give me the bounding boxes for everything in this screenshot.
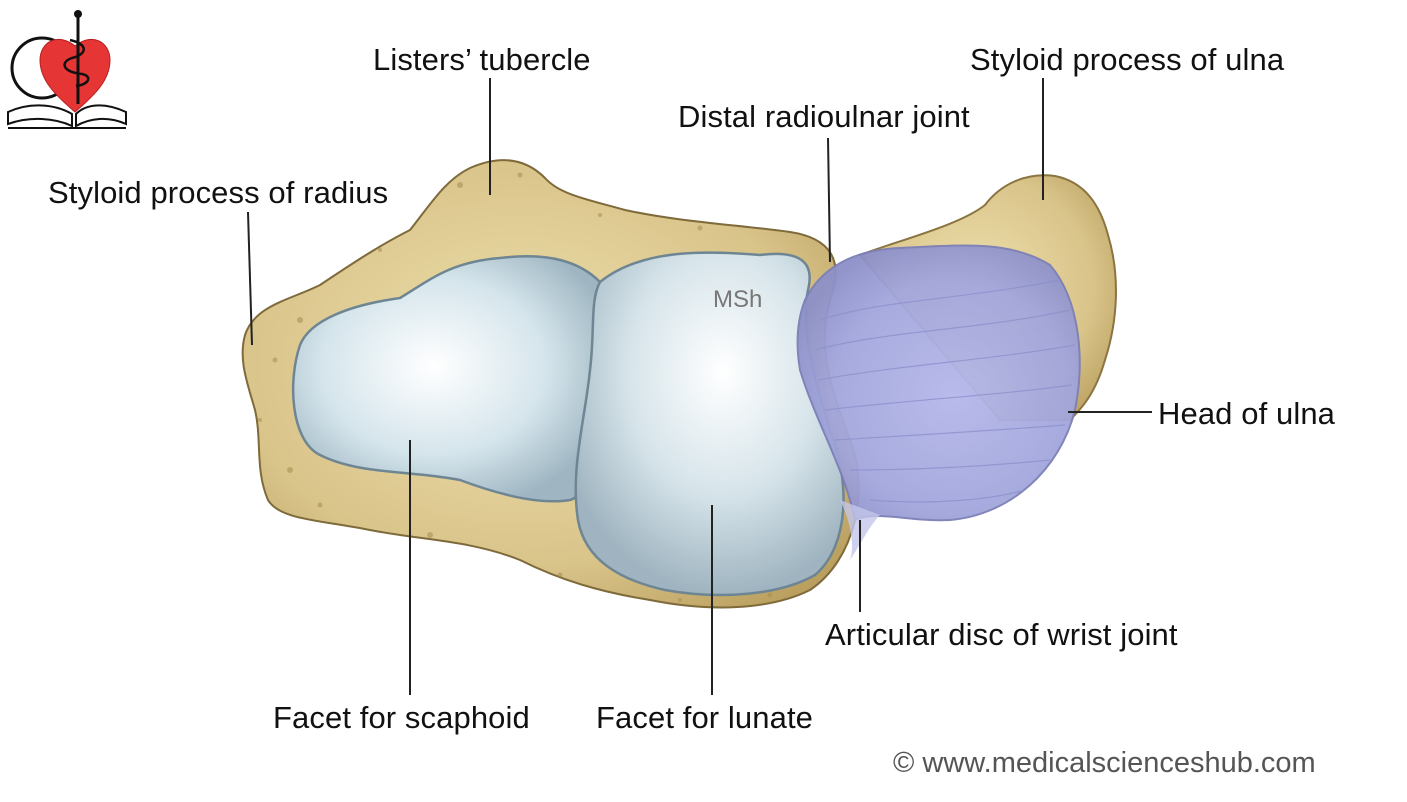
lunate-facet-shape [574, 251, 845, 597]
label-styloid-ulna: Styloid process of ulna [970, 42, 1285, 77]
disc-fibres [814, 279, 1076, 503]
label-facet-lunate: Facet for lunate [596, 700, 813, 735]
label-head-ulna: Head of ulna [1158, 396, 1335, 431]
leader-lines [247, 78, 1152, 695]
label-styloid-radius: Styloid process of radius [48, 175, 389, 210]
bone-texture [258, 172, 773, 602]
label-listers-tubercle: Listers’ tubercle [373, 42, 591, 77]
logo-icon [7, 10, 127, 129]
label-distal-radioulnar-joint: Distal radioulnar joint [678, 99, 970, 134]
label-articular-disc: Articular disc of wrist joint [825, 617, 1178, 652]
watermark-text: MSh [713, 286, 763, 313]
articular-disc-shape [796, 244, 1081, 522]
label-facet-scaphoid: Facet for scaphoid [273, 700, 530, 735]
copyright-text: © www.medicalscienceshub.com [893, 747, 1316, 779]
